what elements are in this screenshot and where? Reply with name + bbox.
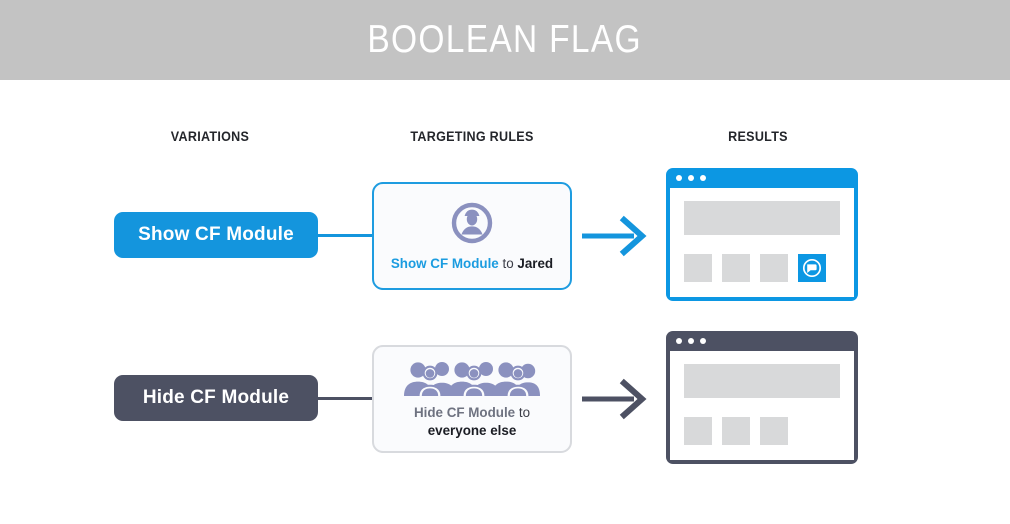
targeting-rule-text: Show CF Module to Jared xyxy=(383,255,561,273)
content-tile-row xyxy=(684,417,840,445)
variation-pill-show-cf-module[interactable]: Show CF Module xyxy=(114,212,318,258)
content-placeholder-block xyxy=(684,364,840,398)
arrow-right-icon xyxy=(582,214,648,258)
page-banner: BOOLEAN FLAG xyxy=(0,0,1010,80)
window-dot-icon xyxy=(700,338,706,344)
column-header-results: RESULTS xyxy=(728,129,788,144)
rule-variation-name: Hide CF Module xyxy=(413,404,516,420)
rule-connector-word: to xyxy=(502,255,514,271)
targeting-rule-card-show-cf-module[interactable]: Show CF Module to Jared xyxy=(372,182,572,290)
flag-row-show-cf-module: Show CF Module Show CF Module to Jared xyxy=(0,168,1010,303)
content-tile xyxy=(760,417,788,445)
cf-module-tile[interactable] xyxy=(798,254,826,282)
content-tile xyxy=(722,417,750,445)
content-tile xyxy=(684,254,712,282)
rule-target-audience: everyone else xyxy=(427,422,517,438)
window-dot-icon xyxy=(676,338,682,344)
result-browser-window-active[interactable] xyxy=(666,168,858,301)
rule-variation-name: Show CF Module xyxy=(390,255,499,271)
window-dot-icon xyxy=(700,175,706,181)
rule-target-audience: Jared xyxy=(517,255,554,271)
arrow-right-icon xyxy=(582,377,648,421)
content-tile xyxy=(760,254,788,282)
content-tile xyxy=(684,417,712,445)
variation-pill-hide-cf-module[interactable]: Hide CF Module xyxy=(114,375,318,421)
connector-line xyxy=(318,397,374,400)
variation-label: Hide CF Module xyxy=(142,387,290,408)
window-content xyxy=(670,351,854,460)
result-browser-window-inactive[interactable] xyxy=(666,331,858,464)
single-user-avatar-icon xyxy=(451,200,493,246)
window-title-bar xyxy=(666,331,858,351)
connector-line xyxy=(318,234,374,237)
flag-row-hide-cf-module: Hide CF Module xyxy=(0,331,1010,466)
content-tile xyxy=(722,254,750,282)
targeting-rule-text: Hide CF Module to everyone else xyxy=(406,404,538,439)
page-title: BOOLEAN FLAG xyxy=(367,18,643,61)
targeting-rule-card-hide-cf-module[interactable]: Hide CF Module to everyone else xyxy=(372,345,572,453)
window-dot-icon xyxy=(676,175,682,181)
content-placeholder-block xyxy=(684,201,840,235)
column-header-targeting-rules: TARGETING RULES xyxy=(410,129,534,144)
window-dot-icon xyxy=(688,175,694,181)
content-tile-row xyxy=(684,254,840,282)
window-content xyxy=(670,188,854,297)
variation-label: Show CF Module xyxy=(138,224,294,245)
column-header-variations: VARIATIONS xyxy=(170,129,250,144)
crowd-of-people-icon xyxy=(404,359,540,397)
rule-connector-word: to xyxy=(518,404,531,420)
window-title-bar xyxy=(666,168,858,188)
window-dot-icon xyxy=(688,338,694,344)
